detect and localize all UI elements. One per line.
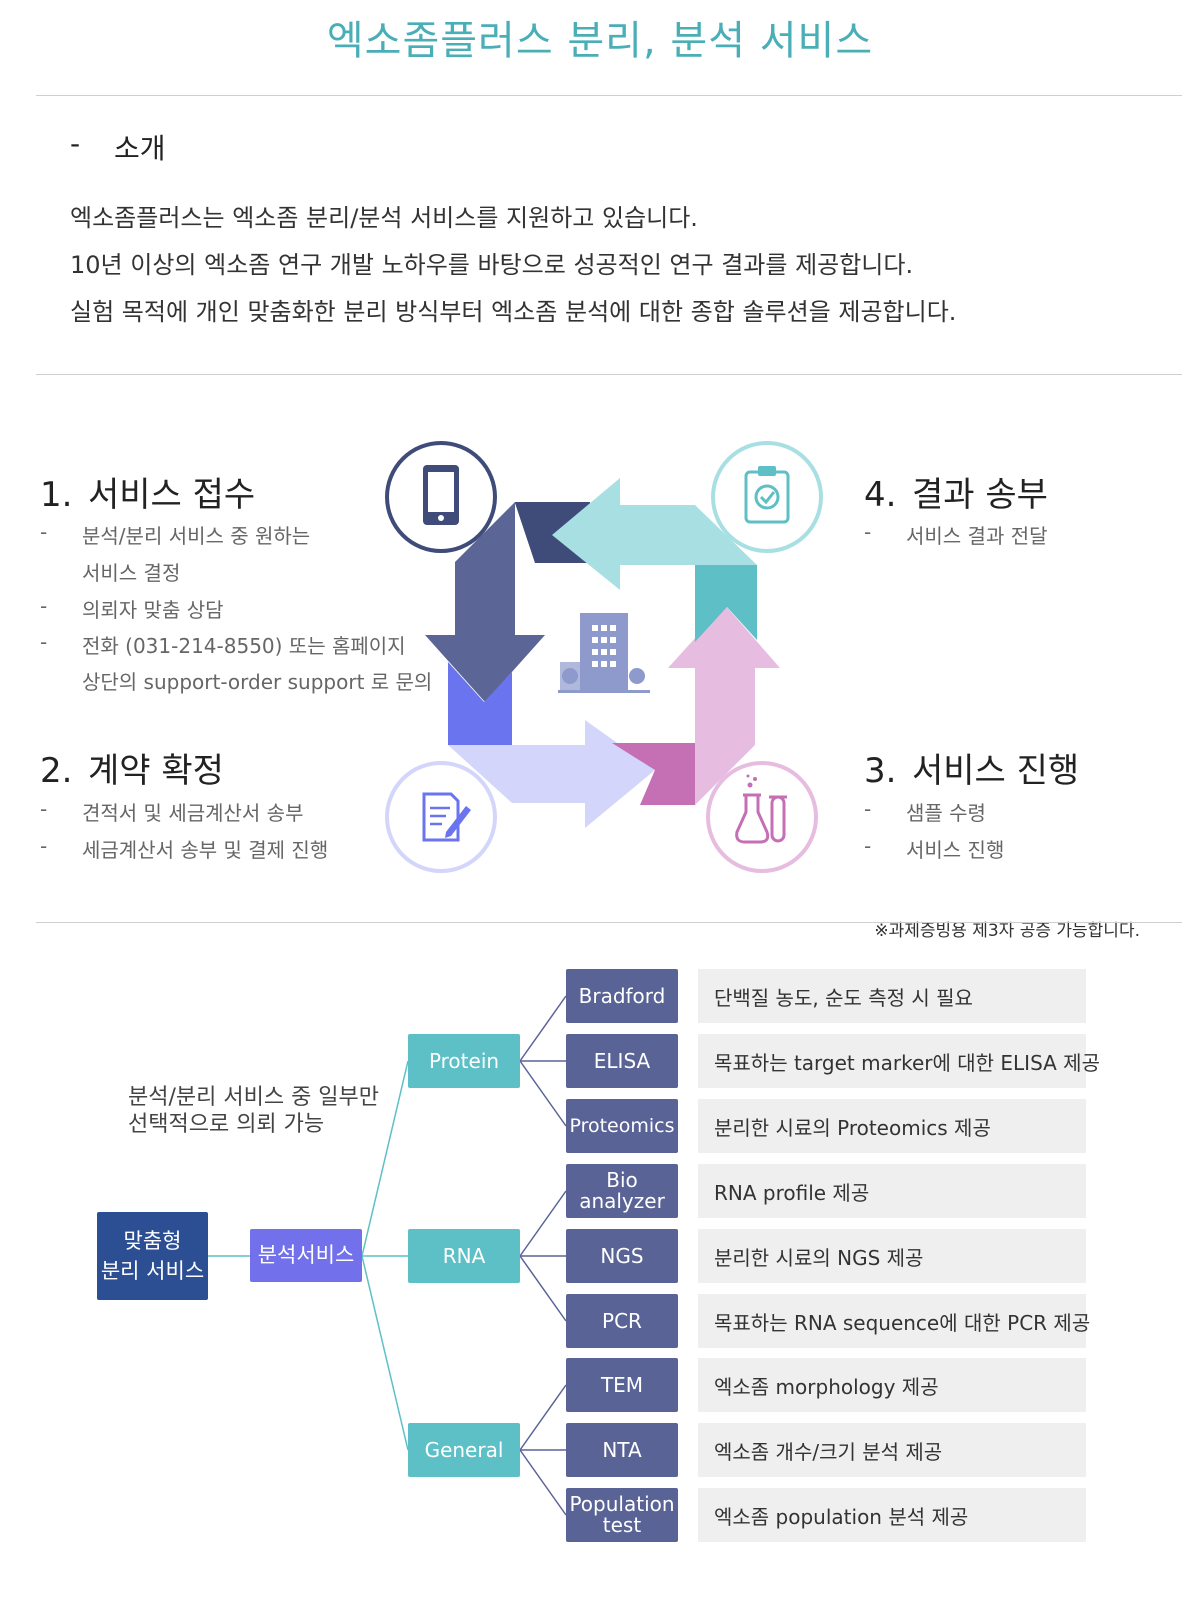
method-description: RNA profile 제공 <box>698 1164 1086 1218</box>
step-4-item: -서비스 결과 전달 <box>864 520 1048 548</box>
method-description: 목표하는 RNA sequence에 대한 PCR 제공 <box>698 1294 1090 1348</box>
method-ngs: NGS <box>566 1229 678 1283</box>
category-general: General <box>408 1423 520 1477</box>
method-description: 엑소좀 morphology 제공 <box>698 1358 1086 1412</box>
intro-dash: - <box>70 127 81 160</box>
step-1-label: 서비스 접수 <box>88 475 256 515</box>
divider <box>36 922 1182 923</box>
step-1-number: 1. <box>40 475 73 515</box>
method-description: 분리한 시료의 Proteomics 제공 <box>698 1099 1086 1153</box>
intro-line: 10년 이상의 엑소좀 연구 개발 노하우를 바탕으로 성공적인 연구 결과를 … <box>70 251 914 279</box>
method-description: 단백질 농도, 순도 측정 시 필요 <box>698 969 1086 1023</box>
process-cycle-diagram <box>385 441 823 873</box>
tree-connectors <box>208 995 567 1516</box>
building-icon <box>558 613 650 693</box>
step-2-title: 2. 계약 확정 <box>40 743 224 792</box>
divider <box>36 374 1182 375</box>
cycle-arrow-left <box>552 478 757 590</box>
step-1-item: 서비스 결정 <box>82 561 181 585</box>
method-proteomics: Proteomics <box>566 1099 678 1153</box>
page-title: 엑소좀플러스 분리, 분석 서비스 <box>326 18 874 64</box>
intro-heading: 소개 <box>114 132 166 165</box>
step-2-item: -세금계산서 송부 및 결제 진행 <box>40 834 329 862</box>
category-rna: RNA <box>408 1229 520 1283</box>
step-2-item: -견적서 및 세금계산서 송부 <box>40 797 304 825</box>
divider <box>36 95 1182 96</box>
step-1-item: -의뢰자 맞춤 상담 <box>40 594 224 622</box>
method-description: 엑소좀 개수/크기 분석 제공 <box>698 1423 1086 1477</box>
step-4-title: 4. 결과 송부 <box>864 467 1048 516</box>
step-3-item: -샘플 수령 <box>864 797 986 825</box>
step-1-item: 상단의 support-order support 로 문의 <box>82 670 433 694</box>
method-description: 분리한 시료의 NGS 제공 <box>698 1229 1086 1283</box>
method-elisa: ELISA <box>566 1034 678 1088</box>
analysis-service-node: 분석서비스 <box>250 1229 362 1282</box>
intro-line: 엑소좀플러스는 엑소좀 분리/분석 서비스를 지원하고 있습니다. <box>70 204 698 232</box>
step-1-item: -분석/분리 서비스 중 원하는 <box>40 520 311 548</box>
step-3-title: 3. 서비스 진행 <box>864 743 1079 792</box>
cycle-arrow-down <box>425 502 545 702</box>
step-2-number: 2. <box>40 751 73 791</box>
cycle-arrow-up <box>668 605 780 805</box>
mobile-phone-icon <box>385 441 497 553</box>
step-4-label: 결과 송부 <box>912 475 1048 515</box>
step-2-label: 계약 확정 <box>88 751 224 791</box>
step-1-title: 1. 서비스 접수 <box>40 467 255 516</box>
step-3-item: -서비스 진행 <box>864 834 1005 862</box>
method-tem: TEM <box>566 1358 678 1412</box>
cycle-arrow-right <box>448 720 655 828</box>
cycle-segment <box>612 743 695 805</box>
method-description: 엑소좀 population 분석 제공 <box>698 1488 1086 1542</box>
document-edit-icon <box>385 761 497 873</box>
cycle-segment <box>695 565 757 642</box>
method-bradford: Bradford <box>566 969 678 1023</box>
method-description: 목표하는 target marker에 대한 ELISA 제공 <box>698 1034 1100 1088</box>
step-3-number: 3. <box>864 751 897 791</box>
notarization-note: ※과제증빙용 제3자 공증 가능합니다. <box>874 921 1140 941</box>
step-4-number: 4. <box>864 475 897 515</box>
method-pcr: PCR <box>566 1294 678 1348</box>
lab-flask-icon <box>706 761 818 873</box>
clipboard-check-icon <box>711 441 823 553</box>
intro-line: 실험 목적에 개인 맞춤화한 분리 방식부터 엑소좀 분석에 대한 종합 솔루션… <box>70 298 957 326</box>
step-1-item: -전화 (031-214-8550) 또는 홈페이지 <box>40 630 406 658</box>
category-protein: Protein <box>408 1034 520 1088</box>
method-nta: NTA <box>566 1423 678 1477</box>
cycle-segment <box>448 662 512 745</box>
step-3-label: 서비스 진행 <box>912 751 1080 791</box>
